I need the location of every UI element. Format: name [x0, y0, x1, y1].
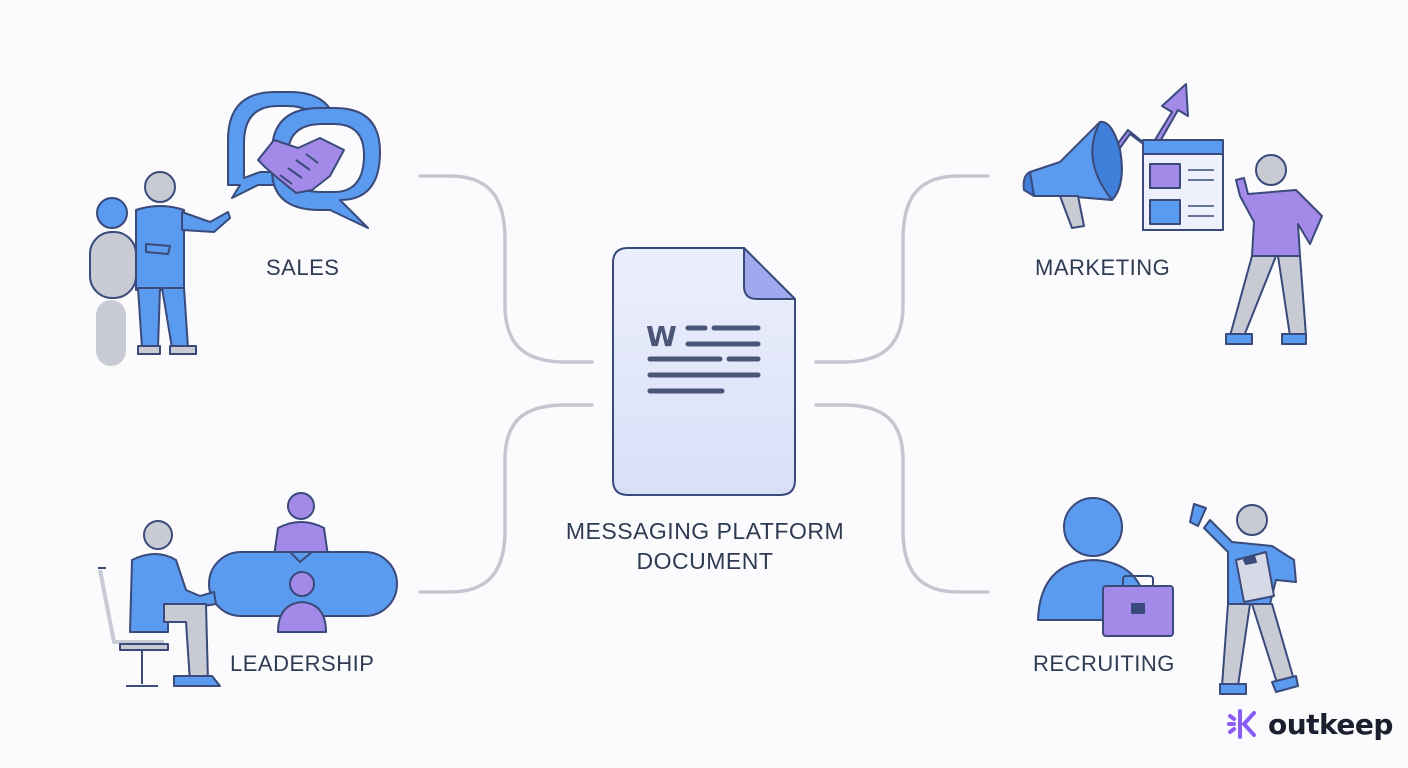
briefcase-clipboard-icon — [1037, 497, 1174, 637]
leadership-label: LEADERSHIP — [230, 651, 375, 676]
connector-leadership — [418, 403, 594, 594]
connectors — [418, 174, 990, 594]
center-title-line-1: MESSAGING PLATFORM — [565, 518, 845, 544]
center-title: MESSAGING PLATFORM DOCUMENT — [545, 516, 865, 576]
connector-recruiting — [814, 403, 990, 594]
brand-logo: outkeep — [1226, 704, 1393, 744]
recruiting-label: RECRUITING — [1033, 651, 1175, 676]
marketing-person — [1225, 154, 1323, 345]
document-glyph: W — [646, 320, 677, 353]
center-title-line-2: DOCUMENT — [636, 548, 774, 574]
sales-person-group — [89, 171, 231, 366]
megaphone-growth-icon — [1022, 83, 1224, 231]
outkeep-logo-icon — [1227, 709, 1256, 739]
sales-label: SALES — [266, 255, 340, 280]
leadership-person-seated — [98, 520, 221, 687]
meeting-table-icon — [208, 492, 398, 633]
handshake-chat-icon — [227, 91, 381, 229]
recruiting-person — [1189, 503, 1299, 695]
document-text-lines — [647, 325, 761, 394]
brand-name: outkeep — [1268, 707, 1393, 741]
connector-marketing — [814, 174, 990, 364]
marketing-label: MARKETING — [1035, 255, 1171, 280]
connector-sales — [418, 174, 594, 364]
word-document-icon: W — [612, 247, 796, 496]
